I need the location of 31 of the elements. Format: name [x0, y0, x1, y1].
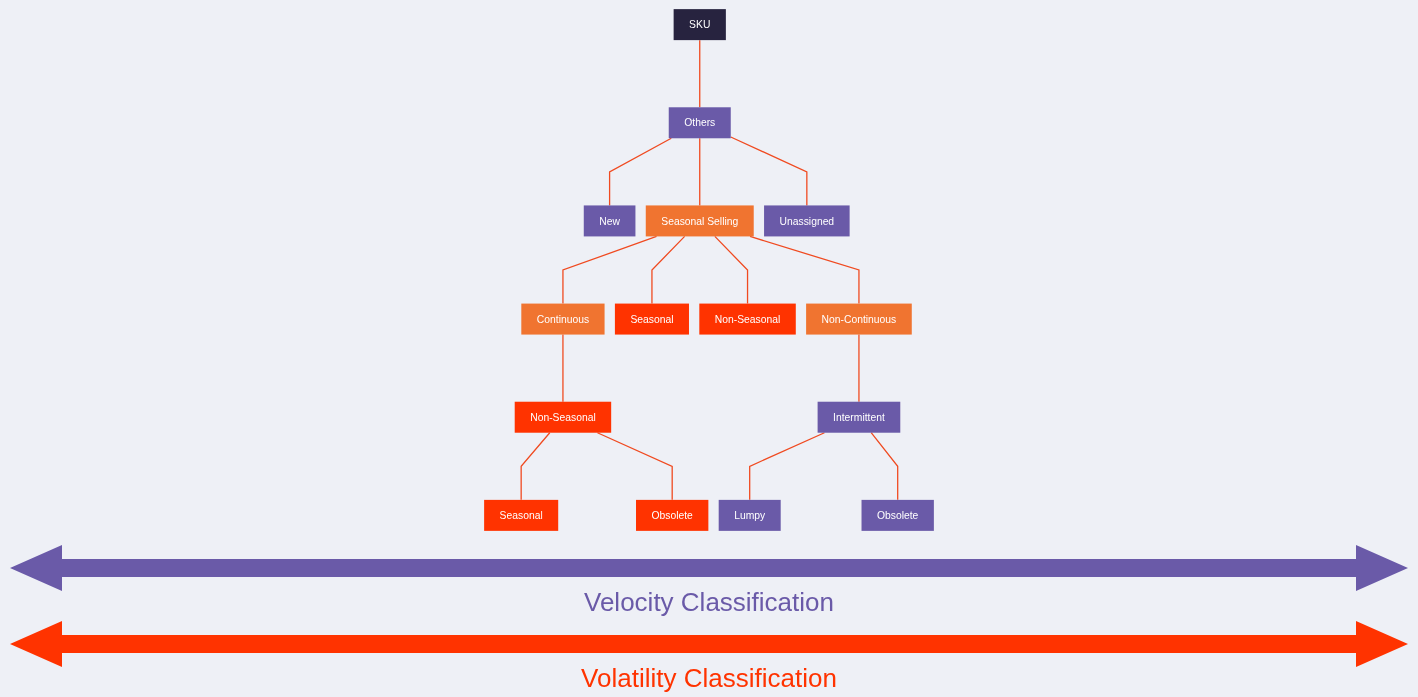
node-box: Continuous — [521, 303, 605, 335]
axis-label: Volatility Classification — [581, 663, 837, 693]
node-box: Non-Seasonal — [514, 401, 612, 433]
node-box: Non-Continuous — [806, 303, 912, 335]
node-box: SKU — [673, 9, 726, 41]
connector — [870, 432, 899, 501]
connector — [562, 235, 658, 305]
connector — [596, 432, 673, 501]
connector — [749, 235, 860, 305]
connector — [651, 235, 686, 305]
node-box: Intermittent — [817, 401, 901, 433]
node-box: Obsolete — [861, 499, 934, 531]
axis-label: Velocity Classification — [584, 587, 834, 617]
node-box: Unassigned — [764, 205, 850, 237]
connector — [608, 137, 672, 207]
connector — [749, 432, 826, 501]
connector — [562, 333, 564, 403]
node-box: Obsolete — [636, 499, 709, 531]
node-box: Seasonal — [484, 499, 559, 531]
node-box: New — [583, 205, 636, 237]
connector — [699, 39, 701, 108]
node-box: Others — [668, 107, 731, 139]
connector — [699, 137, 701, 207]
connector — [714, 235, 749, 305]
connector — [858, 333, 860, 403]
node-box: Non-Seasonal — [699, 303, 796, 335]
node-box: Seasonal — [614, 303, 689, 335]
node-box: Seasonal Selling — [645, 205, 754, 237]
connector — [730, 136, 808, 207]
connector — [520, 432, 551, 501]
node-box: Lumpy — [718, 499, 781, 531]
